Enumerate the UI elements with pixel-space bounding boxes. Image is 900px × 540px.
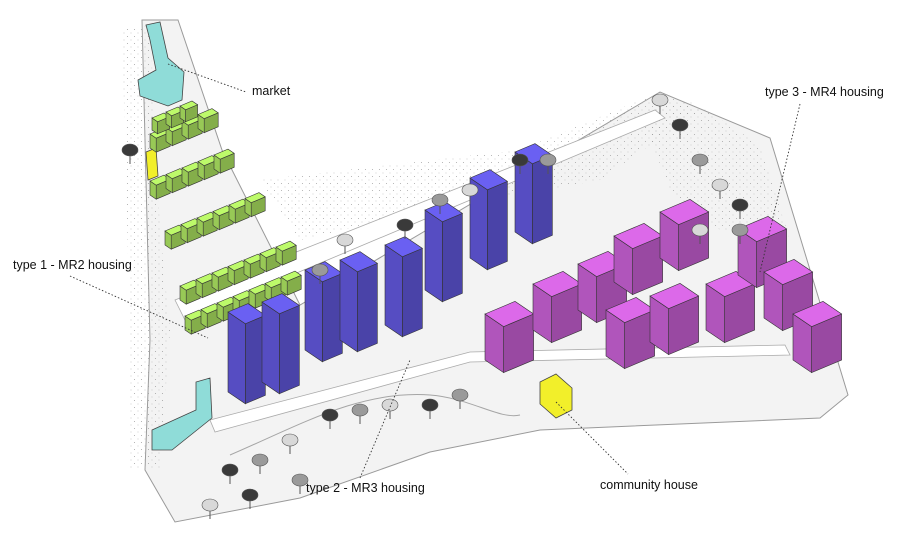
- mr4-housing-blocks: [484, 199, 843, 374]
- tree: [221, 463, 239, 484]
- mr3-block: [261, 293, 300, 395]
- leader-type3: [759, 103, 801, 273]
- tree: [241, 488, 259, 509]
- mr3-block: [227, 303, 266, 405]
- mr4-block: [613, 223, 664, 296]
- mr2-unit: [280, 270, 302, 296]
- leader-type1: [69, 275, 209, 339]
- mr3-block: [304, 261, 343, 363]
- tree: [311, 263, 329, 284]
- trees: [121, 93, 749, 519]
- tree: [711, 178, 729, 199]
- mr4-block: [605, 297, 656, 370]
- tree: [539, 153, 557, 174]
- mr3-block: [514, 143, 553, 245]
- mr2-unit: [197, 108, 219, 134]
- mr2-unit: [179, 100, 199, 123]
- tree: [421, 398, 439, 419]
- mr3-block: [469, 169, 508, 271]
- tree: [731, 223, 749, 244]
- mr3-block: [384, 236, 423, 338]
- tree: [731, 198, 749, 219]
- mr4-block: [649, 283, 700, 356]
- label-community-house: community house: [600, 478, 698, 492]
- tree: [431, 193, 449, 214]
- label-type1-mr2: type 1 - MR2 housing: [13, 258, 132, 272]
- mr3-housing-blocks: [227, 143, 553, 405]
- label-type3-mr4: type 3 - MR4 housing: [765, 85, 884, 99]
- mr3-block: [339, 251, 378, 353]
- leader-type2: [359, 359, 411, 479]
- market-buildings: [137, 21, 213, 451]
- tree: [511, 153, 529, 174]
- mr2-unit: [244, 192, 266, 218]
- dotted-field-top: [260, 92, 700, 240]
- mr3-block: [424, 201, 463, 303]
- dotted-field-right: [640, 100, 790, 240]
- tree: [321, 408, 339, 429]
- market-building-top: [137, 21, 185, 107]
- tree: [691, 153, 709, 174]
- mr2-unit: [243, 253, 265, 279]
- mr2-unit: [275, 240, 297, 266]
- label-type2-mr3: type 2 - MR3 housing: [306, 481, 425, 495]
- tree: [691, 223, 709, 244]
- tree: [336, 233, 354, 254]
- tree: [291, 473, 309, 494]
- tree: [251, 453, 269, 474]
- tree: [121, 143, 139, 164]
- tree: [201, 498, 219, 519]
- tree: [461, 183, 479, 204]
- mr2-housing-rows: [149, 100, 302, 335]
- tree: [381, 398, 399, 419]
- mr2-unit: [213, 148, 235, 174]
- tree: [671, 118, 689, 139]
- dotted-field-left: [122, 25, 170, 470]
- tree: [351, 403, 369, 424]
- lower-road: [209, 344, 791, 433]
- tree: [396, 218, 414, 239]
- mr4-block: [792, 301, 843, 374]
- mr4-block: [484, 301, 535, 374]
- mr4-block: [705, 271, 756, 344]
- leader-community: [555, 401, 629, 475]
- label-market: market: [252, 84, 291, 98]
- market-building-bottom: [151, 377, 213, 451]
- curved-path: [229, 394, 521, 456]
- mr2-unit: [212, 205, 234, 231]
- leader-lines: [69, 63, 801, 479]
- tree: [451, 388, 469, 409]
- tree: [651, 93, 669, 114]
- mr2-unit: [184, 309, 206, 335]
- mr4-block: [532, 271, 583, 344]
- tree: [281, 433, 299, 454]
